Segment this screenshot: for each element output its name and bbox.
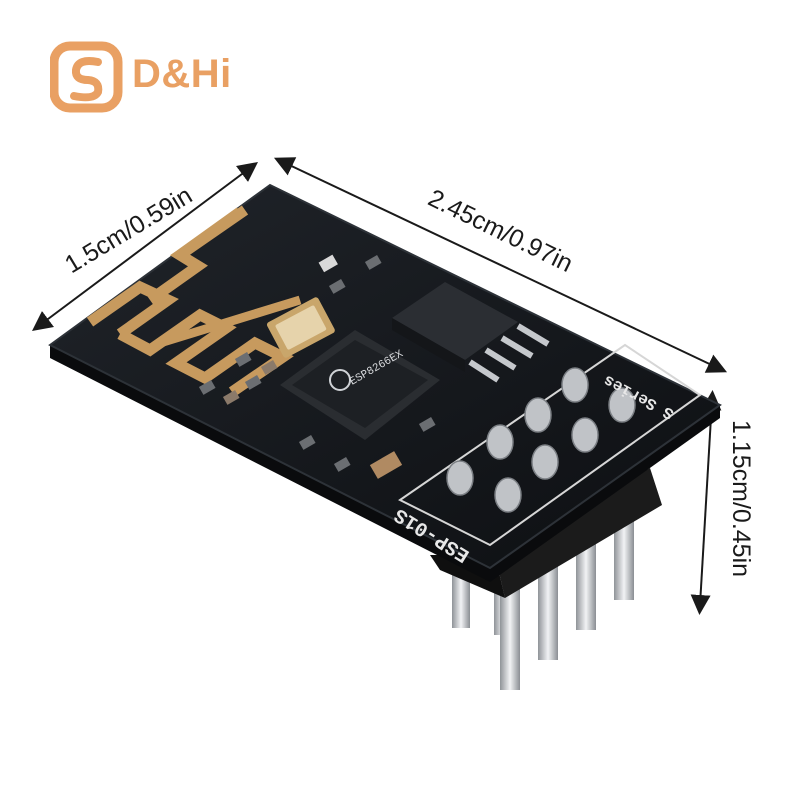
width-dimension-arrow — [31, 162, 259, 331]
brand-logo-mark — [49, 41, 123, 113]
flash-chip — [392, 282, 550, 383]
pcb-antenna — [86, 205, 294, 397]
brand-logo: D&Hi — [49, 40, 250, 115]
brand-logo-text: D&Hi — [132, 52, 232, 96]
height-dimension-arrow — [690, 390, 722, 615]
smd-components — [198, 254, 436, 479]
height-dimension-label: 1.15cm/0.45in — [727, 420, 755, 578]
esp8266-chip: ESP8266EX — [280, 330, 440, 440]
header-pins — [452, 505, 634, 690]
length-dimension-arrow — [273, 157, 728, 373]
solder-joints — [446, 367, 636, 513]
